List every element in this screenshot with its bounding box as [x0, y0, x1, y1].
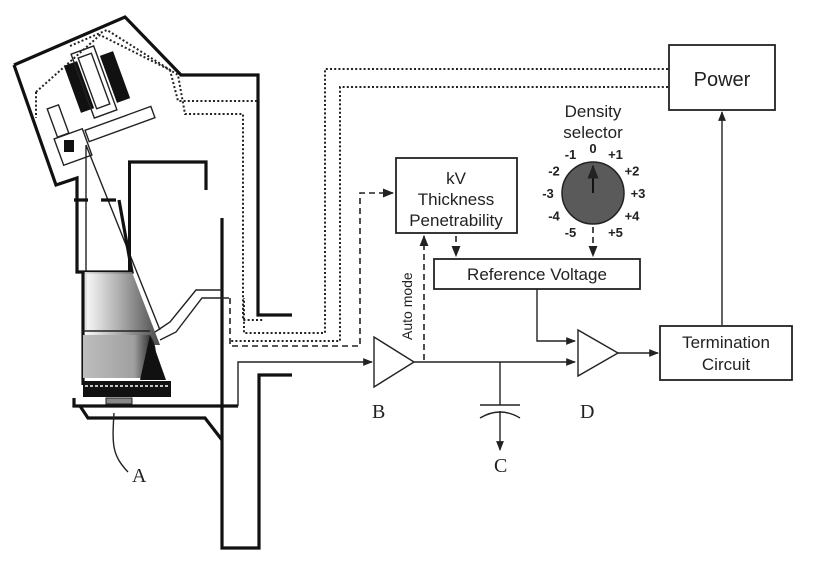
- power-block: Power: [668, 44, 776, 111]
- reference-voltage-block: Reference Voltage: [433, 258, 641, 290]
- svg-text:Termination: Termination: [682, 333, 770, 352]
- density-scale-label: +1: [608, 147, 623, 162]
- collimator: [75, 199, 134, 274]
- density-scale-label: +5: [608, 225, 623, 240]
- xray-tube-icon: [46, 45, 156, 167]
- termination-circuit-block: Termination Circuit: [659, 325, 793, 381]
- label-d: D: [580, 401, 594, 423]
- density-scale-label: +2: [625, 164, 640, 179]
- tube-housing: [13, 15, 292, 317]
- xray-unit: [12, 15, 373, 550]
- auto-mode-label: Auto mode: [399, 272, 415, 340]
- svg-text:Reference Voltage: Reference Voltage: [467, 265, 607, 284]
- label-b: B: [372, 401, 385, 423]
- density-scale-label: +4: [625, 209, 641, 224]
- label-c: C: [494, 455, 507, 477]
- power-label: Power: [694, 69, 751, 91]
- density-scale-label: -1: [565, 147, 577, 162]
- svg-text:Thickness: Thickness: [418, 190, 495, 209]
- table: [72, 398, 238, 441]
- density-scale-label: -2: [548, 164, 560, 179]
- detector-cassette: [83, 381, 171, 397]
- auto-mode-link: [229, 188, 395, 347]
- xray-beam: [83, 272, 160, 345]
- capacitor-c: [479, 362, 521, 450]
- kv-thickness-block: kV Thickness Penetrability: [395, 157, 518, 234]
- svg-text:Penetrability: Penetrability: [409, 211, 503, 230]
- svg-text:kV: kV: [446, 169, 467, 188]
- density-scale-label: -3: [542, 186, 554, 201]
- svg-text:Density: Density: [565, 102, 622, 121]
- density-selector: Density selector -5 -4 -3 -2 -1 0 +1+2 +3 +4+5: [542, 102, 645, 240]
- density-scale-label: -5: [565, 225, 577, 240]
- svg-text:Circuit: Circuit: [702, 355, 750, 374]
- a-pointer: [112, 412, 129, 473]
- power-lines: [35, 28, 668, 342]
- stand: [220, 218, 292, 550]
- amplifier-b: [373, 335, 416, 389]
- comparator-d: [577, 328, 620, 378]
- density-scale-label: +3: [631, 186, 646, 201]
- density-scale-label: -4: [548, 209, 560, 224]
- label-a: A: [132, 465, 147, 487]
- svg-text:selector: selector: [563, 123, 623, 142]
- density-scale-label: 0: [589, 141, 596, 156]
- patient-body: [83, 335, 156, 378]
